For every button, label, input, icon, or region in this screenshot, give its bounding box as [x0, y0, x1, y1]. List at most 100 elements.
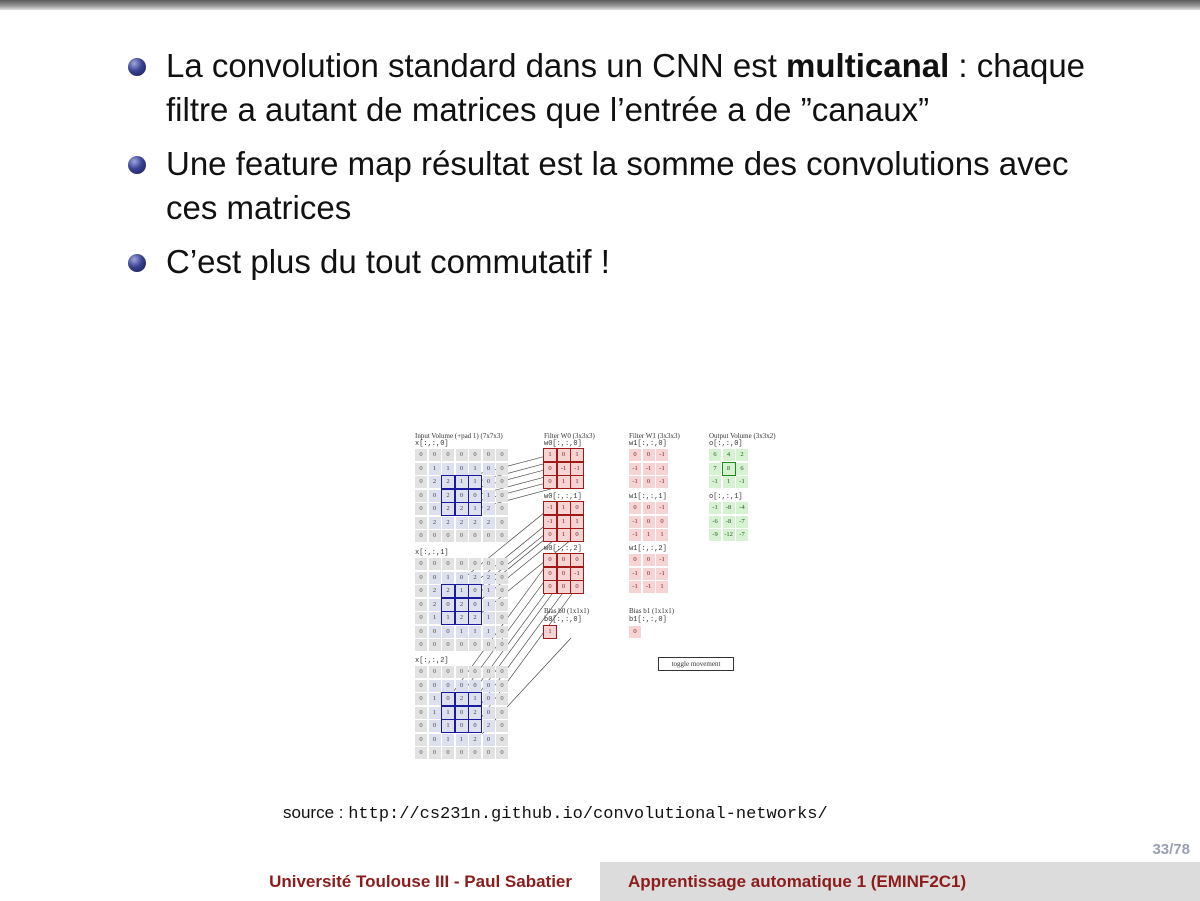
input-slice-0-cell: 2	[428, 476, 441, 488]
w0-slice-1-cell: 0	[543, 528, 557, 542]
input-slice-1-cell: 2	[454, 611, 469, 625]
input-slice-0-cell: 0	[415, 516, 427, 529]
bias-b1-grid: 0	[629, 626, 641, 638]
input-slice-0-cell: 0	[469, 530, 481, 542]
input-slice-2-cell: 0	[482, 733, 495, 746]
input-slice-0-cell: 0	[442, 530, 454, 542]
w0-slice-1-cell: -1	[543, 514, 557, 529]
w0-slice-0-cell: 0	[543, 461, 557, 476]
input-slice-2-cell: 0	[496, 733, 508, 746]
input-slice-1-cell: 0	[415, 625, 427, 638]
input-slice-2-cell: 0	[496, 666, 508, 678]
input-slice-2-cell: 0	[482, 706, 495, 719]
input-slice-2-cell: 0	[415, 733, 427, 746]
output-slice-1-cell: -7	[736, 529, 748, 541]
w1-slice-label: w1[:,:,0]	[629, 440, 667, 448]
input-slice-0-cell: 1	[468, 502, 482, 516]
w0-slice-label: w0[:,:,0]	[544, 440, 582, 448]
w1-slice-1-cell: 0	[629, 502, 641, 514]
input-slice-1-cell: 0	[415, 639, 427, 651]
input-slice-0-cell: 0	[428, 503, 441, 515]
top-bar	[0, 0, 1200, 10]
input-slice-2-cell: 0	[482, 666, 495, 678]
output-slice-0-cell: -1	[736, 476, 748, 488]
source-caption: source : http://cs231n.github.io/convolu…	[283, 803, 828, 824]
w0-slice-2-cell: 0	[543, 566, 557, 581]
output-slice-1: -1-8-4-6-8-7-9-12-7	[709, 502, 748, 541]
input-slice-0-cell: 2	[482, 516, 495, 529]
input-slice-1-cell: 0	[415, 612, 427, 624]
output-slice-1-cell: -8	[722, 502, 735, 514]
input-volume-title: Input Volume (+pad 1) (7x7x3)	[415, 432, 503, 440]
input-slice-2-cell: 0	[415, 679, 427, 692]
input-slice-0-cell: 0	[415, 530, 427, 542]
input-slice-0-cell: 1	[454, 475, 469, 489]
input-slice-2-cell: 0	[468, 719, 482, 733]
input-slice-1-cell: 1	[454, 584, 469, 598]
input-slice-1-cell: 0	[482, 639, 495, 651]
output-slice-0-cell: 6	[709, 449, 721, 461]
output-slice-0-cell: 7	[709, 462, 721, 475]
input-slice-0-cell: 0	[415, 503, 427, 515]
input-slice-0-cell: 0	[496, 530, 508, 542]
input-slice-2-cell: 0	[496, 679, 508, 692]
w1-slice-1-cell: 0	[642, 515, 655, 528]
w1-slice-label: w1[:,:,1]	[629, 493, 667, 501]
bullet-item-2: Une feature map résultat est la somme de…	[128, 142, 1128, 230]
input-slice-2-cell: 1	[442, 733, 454, 746]
input-slice-2-cell: 2	[454, 692, 469, 706]
w0-slice-1-cell: 1	[570, 514, 584, 529]
input-slice-2-cell: 0	[454, 705, 469, 720]
input-slice-1-cell: 0	[496, 558, 508, 570]
input-slice-1-cell: 2	[469, 571, 481, 584]
bullet-1-bold: multicanal	[786, 47, 950, 84]
w1-slice-2-cell: 0	[642, 554, 655, 566]
bullet-item-3: C’est plus du tout commutatif !	[128, 240, 1128, 284]
w0-slice-1-cell: 1	[556, 501, 571, 515]
input-slice-0-cell: 2	[428, 516, 441, 529]
input-slice-0-cell: 0	[496, 516, 508, 529]
input-slice-0-cell: 0	[496, 503, 508, 515]
input-slice-label: x[:,:,2]	[415, 657, 449, 665]
input-slice-0-cell: 0	[482, 476, 495, 488]
input-slice-2-cell: 0	[415, 720, 427, 732]
w0-slice-2-cell: 0	[556, 580, 571, 594]
input-slice-2-cell: 0	[469, 679, 481, 692]
input-slice-2-cell: 0	[469, 666, 481, 678]
toggle-movement-button[interactable]: toggle movement	[658, 657, 734, 671]
input-slice-2-cell: 0	[482, 693, 495, 705]
input-slice-0-cell: 0	[469, 449, 481, 461]
input-slice-0-cell: 0	[482, 449, 495, 461]
bullet-dot-icon	[128, 156, 146, 174]
w1-slice-2-cell: -1	[629, 567, 641, 580]
w0-slice-0-cell: 0	[556, 448, 571, 462]
output-slice-0-cell: 4	[722, 449, 735, 461]
input-slice-2-cell: 2	[469, 733, 481, 746]
source-url[interactable]: http://cs231n.github.io/convolutional-ne…	[348, 805, 828, 824]
input-slice-1-cell: 0	[496, 585, 508, 597]
w1-slice-0-cell: -1	[642, 462, 655, 475]
w0-slice-0-cell: 1	[570, 448, 584, 462]
bullet-1-text: La convolution standard dans un CNN est	[166, 47, 787, 84]
input-slice-1-cell: 1	[482, 625, 495, 638]
w0-slice-1-cell: 0	[570, 501, 584, 515]
w1-slice-0-cell: -1	[629, 476, 641, 488]
w0-slice-2-cell: 0	[543, 553, 557, 567]
input-slice-0-cell: 2	[442, 516, 454, 529]
convolution-demo-figure: Input Volume (+pad 1) (7x7x3) Filter W0 …	[413, 430, 793, 768]
input-slice-2-cell: 0	[428, 733, 441, 746]
input-slice-1-cell: 1	[442, 571, 454, 584]
w0-slice-0-cell: -1	[556, 461, 571, 476]
w1-slice-1-cell: -1	[629, 529, 641, 541]
input-slice-1-cell: 0	[428, 639, 441, 651]
input-slice-0-cell: 2	[441, 502, 455, 516]
input-slice-0-cell: 2	[454, 502, 469, 516]
input-slice-0-cell: 0	[496, 476, 508, 488]
w0-slice-0-cell: 0	[543, 475, 557, 489]
w1-slice-1-cell: 0	[656, 515, 668, 528]
w1-slice-0-cell: -1	[629, 462, 641, 475]
bias-b1-title: Bias b1 (1x1x1)	[629, 607, 675, 615]
input-slice-0-cell: 1	[469, 462, 481, 475]
